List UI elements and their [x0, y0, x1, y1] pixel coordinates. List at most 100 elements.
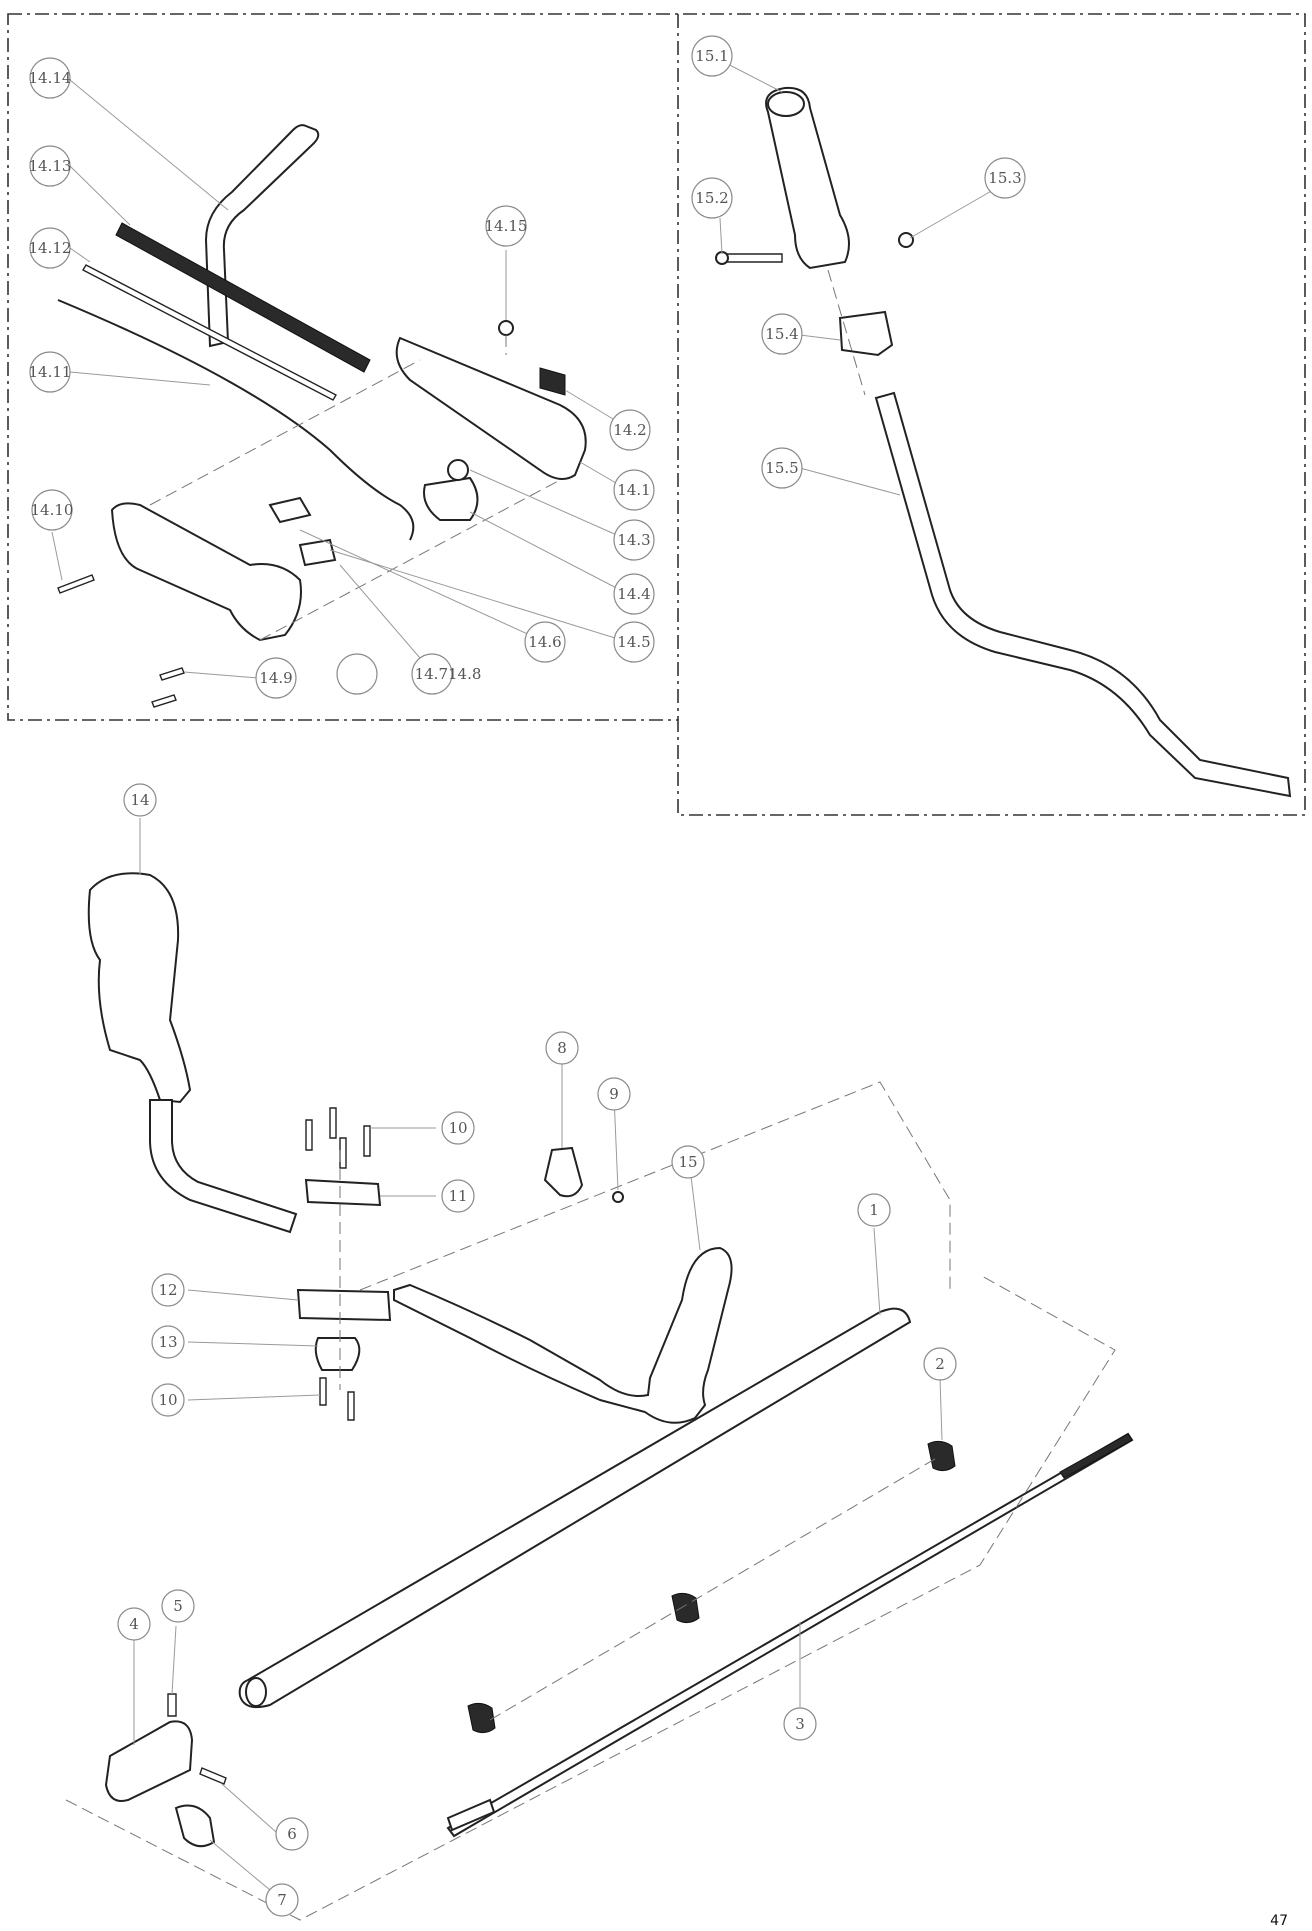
- callout-label: 15.5: [765, 459, 798, 477]
- assembly-line-14-a: [149, 359, 421, 506]
- leader-14-13: [69, 165, 131, 226]
- leader-2: [939, 1377, 943, 1441]
- leader-15: [689, 1167, 701, 1251]
- callout-15-2: 15.2: [691, 177, 733, 219]
- callout-label: 9: [609, 1085, 619, 1103]
- part-15-3-nut: [898, 232, 914, 248]
- part-6-bolt: [199, 1767, 227, 1785]
- callout-label: 11: [448, 1187, 467, 1205]
- callout-14-13: 14.13: [29, 145, 71, 187]
- assembly-line-main-a: [359, 1081, 951, 1291]
- page-number: 47: [1270, 1913, 1288, 1929]
- part-14-15-nut: [498, 320, 514, 336]
- callout-15-1: 15.1: [691, 35, 733, 77]
- callout-9: 9: [597, 1077, 631, 1111]
- callout-label: 7: [277, 1891, 287, 1909]
- part-10-screw-e: [319, 1377, 327, 1406]
- callout-14-4: 14.4: [613, 573, 655, 615]
- leader-14-14: [69, 79, 229, 211]
- leader-14-3: [469, 469, 629, 541]
- callout-12: 12: [151, 1273, 185, 1307]
- part-3-shaft-end: [446, 1798, 496, 1832]
- part-8-cable-clip: [543, 1146, 584, 1198]
- callout-6: 6: [275, 1817, 309, 1851]
- callout-label: 10: [448, 1119, 467, 1137]
- callout-label: 14.12: [29, 239, 72, 257]
- callout-14-10: 14.10: [31, 489, 73, 531]
- part-3-shaft-spline: [1059, 1433, 1133, 1479]
- callout-label: 2: [935, 1355, 945, 1373]
- callout-15-5: 15.5: [761, 447, 803, 489]
- callout-label: 12: [158, 1281, 177, 1299]
- callout-10-upper: 10: [441, 1111, 475, 1145]
- part-14-4-trigger: [423, 476, 479, 521]
- leader-14-5: [329, 549, 629, 643]
- callout-label: 15.2: [695, 189, 728, 207]
- callout-14-78: 14.714.8: [336, 653, 482, 695]
- callout-label: 6: [287, 1825, 297, 1843]
- part-14-3-spring: [447, 459, 469, 481]
- part-2-bushing-a: [927, 1440, 956, 1472]
- part-14-13-sleeve: [115, 222, 371, 373]
- callout-label: 15.3: [988, 169, 1021, 187]
- callout-label: 14.9: [259, 669, 292, 687]
- leader-10b: [187, 1394, 321, 1401]
- callout-14-15: 14.15: [485, 205, 528, 247]
- callout-label: 13: [158, 1333, 177, 1351]
- part-10-screw-b: [329, 1107, 337, 1139]
- leader-6: [221, 1783, 277, 1833]
- callout-label: 15: [678, 1153, 697, 1171]
- leader-14-78: [339, 564, 433, 673]
- callout-label: 14.3: [617, 531, 650, 549]
- leader-14-4: [469, 511, 629, 595]
- part-15-2-bolt: [721, 253, 783, 263]
- callout-2: 2: [923, 1347, 957, 1381]
- part-9-screw: [612, 1191, 624, 1203]
- part-14-10-screw: [57, 574, 95, 594]
- callout-14-6: 14.6: [524, 621, 566, 663]
- part-14-1-upper-housing: [395, 336, 587, 480]
- callout-5: 5: [161, 1589, 195, 1623]
- callout-label: 14.5: [617, 633, 650, 651]
- callout-label: 14.15: [485, 217, 528, 235]
- callout-14-14: 14.14: [29, 57, 71, 99]
- part-10-screw-c: [339, 1137, 347, 1169]
- callout-label: 14.2: [613, 421, 646, 439]
- part-2-bushing-b: [671, 1592, 700, 1624]
- callout-14-12: 14.12: [29, 227, 72, 269]
- callout-14-2: 14.2: [609, 409, 651, 451]
- callout-label: 14: [130, 791, 149, 809]
- assembly-line-14-b: [259, 479, 561, 641]
- assembly-line-main-b: [65, 1274, 1116, 1921]
- part-14-2-switch: [539, 367, 566, 396]
- part-10-screw-d: [363, 1125, 371, 1157]
- part-14-rear-tube: [149, 1099, 298, 1234]
- leader-14-9: [183, 671, 259, 679]
- callout-label: 3: [795, 1715, 805, 1733]
- callout-label: 14.714.8: [415, 665, 482, 683]
- leader-1: [873, 1227, 881, 1316]
- leader-15-4: [799, 334, 841, 341]
- callout-14-5: 14.5: [613, 621, 655, 663]
- callout-label: 10: [158, 1391, 177, 1409]
- part-14-rear-handle: [87, 872, 192, 1104]
- callout-label: 15.4: [765, 325, 798, 343]
- part-15-1-grip: [765, 86, 850, 270]
- callout-15-3: 15.3: [984, 157, 1026, 199]
- part-14-7-lever: [268, 496, 312, 524]
- detail-frame-14: [7, 13, 1306, 816]
- callout-7: 7: [265, 1883, 299, 1917]
- part-14-10-lower-housing: [110, 502, 302, 642]
- part-11-clamp-top: [304, 1178, 382, 1207]
- part-14-12-rod: [82, 264, 337, 401]
- callout-label: 14.6: [528, 633, 561, 651]
- part-14-11-cable: [57, 299, 415, 541]
- part-7-knob: [174, 1804, 216, 1848]
- callout-10-lower: 10: [151, 1383, 185, 1417]
- part-15-4-clamp: [838, 310, 894, 357]
- assembly-line-main-c: [489, 1455, 941, 1721]
- callout-15-4: 15.4: [761, 313, 803, 355]
- callout-label: 5: [173, 1597, 183, 1615]
- leader-14-11: [69, 371, 211, 386]
